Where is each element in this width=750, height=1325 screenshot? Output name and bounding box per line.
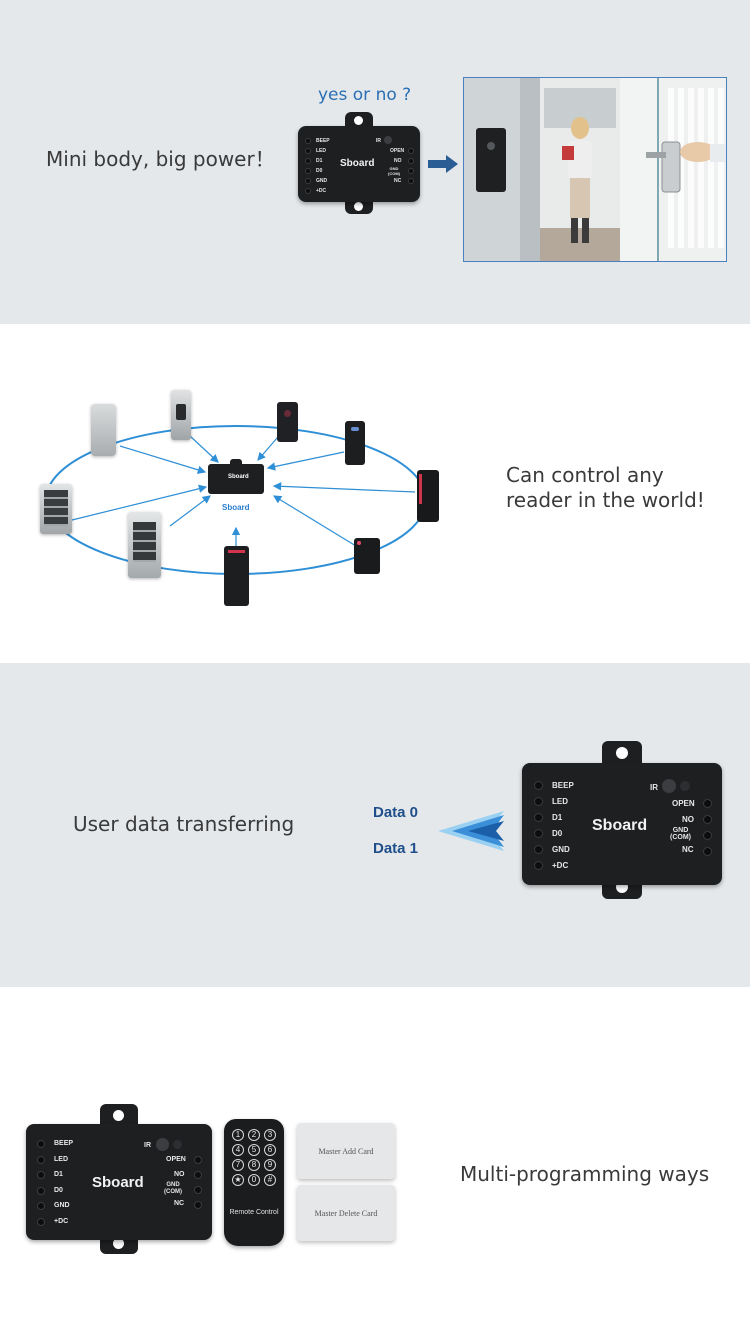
board-name: Sboard: [340, 158, 375, 169]
label-ir: IR: [144, 1142, 151, 1149]
label-nc: NC: [682, 845, 694, 854]
label-ir: IR: [650, 783, 658, 792]
label-dc: +DC: [54, 1218, 69, 1225]
label-gnd: GND: [54, 1202, 70, 1209]
label-open: OPEN: [672, 799, 695, 808]
label-led: LED: [316, 148, 326, 154]
reader-black-small: [277, 402, 298, 442]
remote-key-1: 1: [232, 1129, 244, 1141]
reader-black-slim: [345, 421, 365, 465]
card-add-label: Master Add Card: [318, 1147, 374, 1156]
label-no: NO: [174, 1171, 185, 1178]
label-d0: D0: [316, 168, 323, 174]
remote-key-3: 3: [264, 1129, 276, 1141]
multi-programming-caption: Multi-programming ways: [460, 1162, 710, 1186]
label-open: OPEN: [390, 148, 405, 154]
master-add-card: Master Add Card: [297, 1123, 395, 1179]
data1-label: Data 1: [373, 840, 419, 857]
label-gnd-com: GND (COM): [670, 827, 691, 841]
label-dc: +DC: [316, 188, 327, 194]
section-user-data: User data transferring Data 0 Data 1 Sbo…: [0, 663, 750, 987]
yes-or-no-question: yes or no ?: [318, 85, 412, 105]
sboard-device: Sboard BEEP LED D1 D0 GND +DC IR OPEN NO…: [26, 1104, 212, 1254]
label-led: LED: [54, 1156, 68, 1163]
label-gnd-com: GND (COM): [388, 166, 400, 176]
label-open: OPEN: [166, 1156, 186, 1163]
section-multi-programming: Sboard BEEP LED D1 D0 GND +DC IR OPEN NO…: [0, 987, 750, 1325]
sboard-device: Sboard BEEP LED D1 D0 GND +DC IR OPEN NO…: [522, 741, 722, 899]
label-d1: D1: [316, 158, 323, 164]
label-nc: NC: [394, 178, 402, 184]
label-ir: IR: [376, 138, 381, 144]
reader-black-square: [354, 538, 380, 574]
label-d0: D0: [552, 829, 563, 838]
right-arrow-icon: [428, 155, 458, 173]
board-name: Sboard: [592, 817, 648, 834]
remote-key-6: 6: [264, 1144, 276, 1156]
label-gnd: GND: [316, 178, 328, 184]
sboard-device: Sboard BEEP LED D1 D0 GND +DC IR OPEN NO…: [298, 112, 420, 214]
ir-sensor: [662, 779, 676, 793]
label-no: NO: [682, 815, 694, 824]
label-beep: BEEP: [552, 781, 574, 790]
label-gnd-com: GND (COM): [164, 1182, 182, 1195]
label-gnd: GND: [552, 845, 570, 854]
data0-label: Data 0: [373, 804, 419, 821]
remote-key-star: ★: [232, 1174, 244, 1186]
reader-black-tall: [417, 470, 439, 522]
label-beep: BEEP: [54, 1140, 74, 1147]
remote-key-7: 7: [232, 1159, 244, 1171]
remote-key-5: 5: [248, 1144, 260, 1156]
remote-key-8: 8: [248, 1159, 260, 1171]
office-door-photo: [463, 77, 727, 262]
label-nc: NC: [174, 1200, 185, 1207]
label-d1: D1: [54, 1171, 63, 1178]
remote-key-2: 2: [248, 1129, 260, 1141]
section-control-any-reader: Sboard Sboard Can control any reader in …: [0, 324, 750, 663]
master-delete-card: Master Delete Card: [297, 1185, 395, 1241]
section-mini-body: Mini body, big power！ yes or no ? Sboard…: [0, 0, 750, 324]
control-caption-line2: reader in the world!: [506, 488, 705, 512]
user-data-caption: User data transferring: [73, 812, 295, 836]
remote-key-0: 0: [248, 1174, 260, 1186]
ir-sensor: [384, 136, 392, 144]
label-d1: D1: [552, 813, 563, 822]
remote-key-hash: #: [264, 1174, 276, 1186]
label-led: LED: [552, 797, 568, 806]
remote-label: Remote Control: [229, 1209, 279, 1216]
reader-silver-rfid: [91, 404, 116, 456]
hub-label: Sboard: [222, 503, 250, 512]
reader-fingerprint: [171, 390, 191, 440]
hub-board: Sboard: [208, 459, 264, 494]
remote-control: 1 2 3 4 5 6 7 8 9 ★ 0 # Remote Control: [224, 1119, 284, 1246]
label-no: NO: [394, 158, 402, 164]
card-delete-label: Master Delete Card: [314, 1209, 378, 1218]
chevron-left-icon: [438, 811, 504, 851]
ir-sensor: [156, 1138, 169, 1151]
mini-body-caption: Mini body, big power！: [46, 147, 275, 171]
board-name: Sboard: [92, 1174, 144, 1191]
label-dc: +DC: [552, 861, 569, 870]
reader-keypad-silver: [128, 512, 161, 578]
reader-keypad-black: [224, 546, 249, 606]
remote-key-4: 4: [232, 1144, 244, 1156]
hub-board-name: Sboard: [228, 474, 249, 480]
label-beep: BEEP: [316, 138, 330, 144]
reader-keypad-wide: [40, 484, 72, 534]
control-caption-line1: Can control any: [506, 463, 664, 487]
remote-key-9: 9: [264, 1159, 276, 1171]
label-d0: D0: [54, 1187, 63, 1194]
